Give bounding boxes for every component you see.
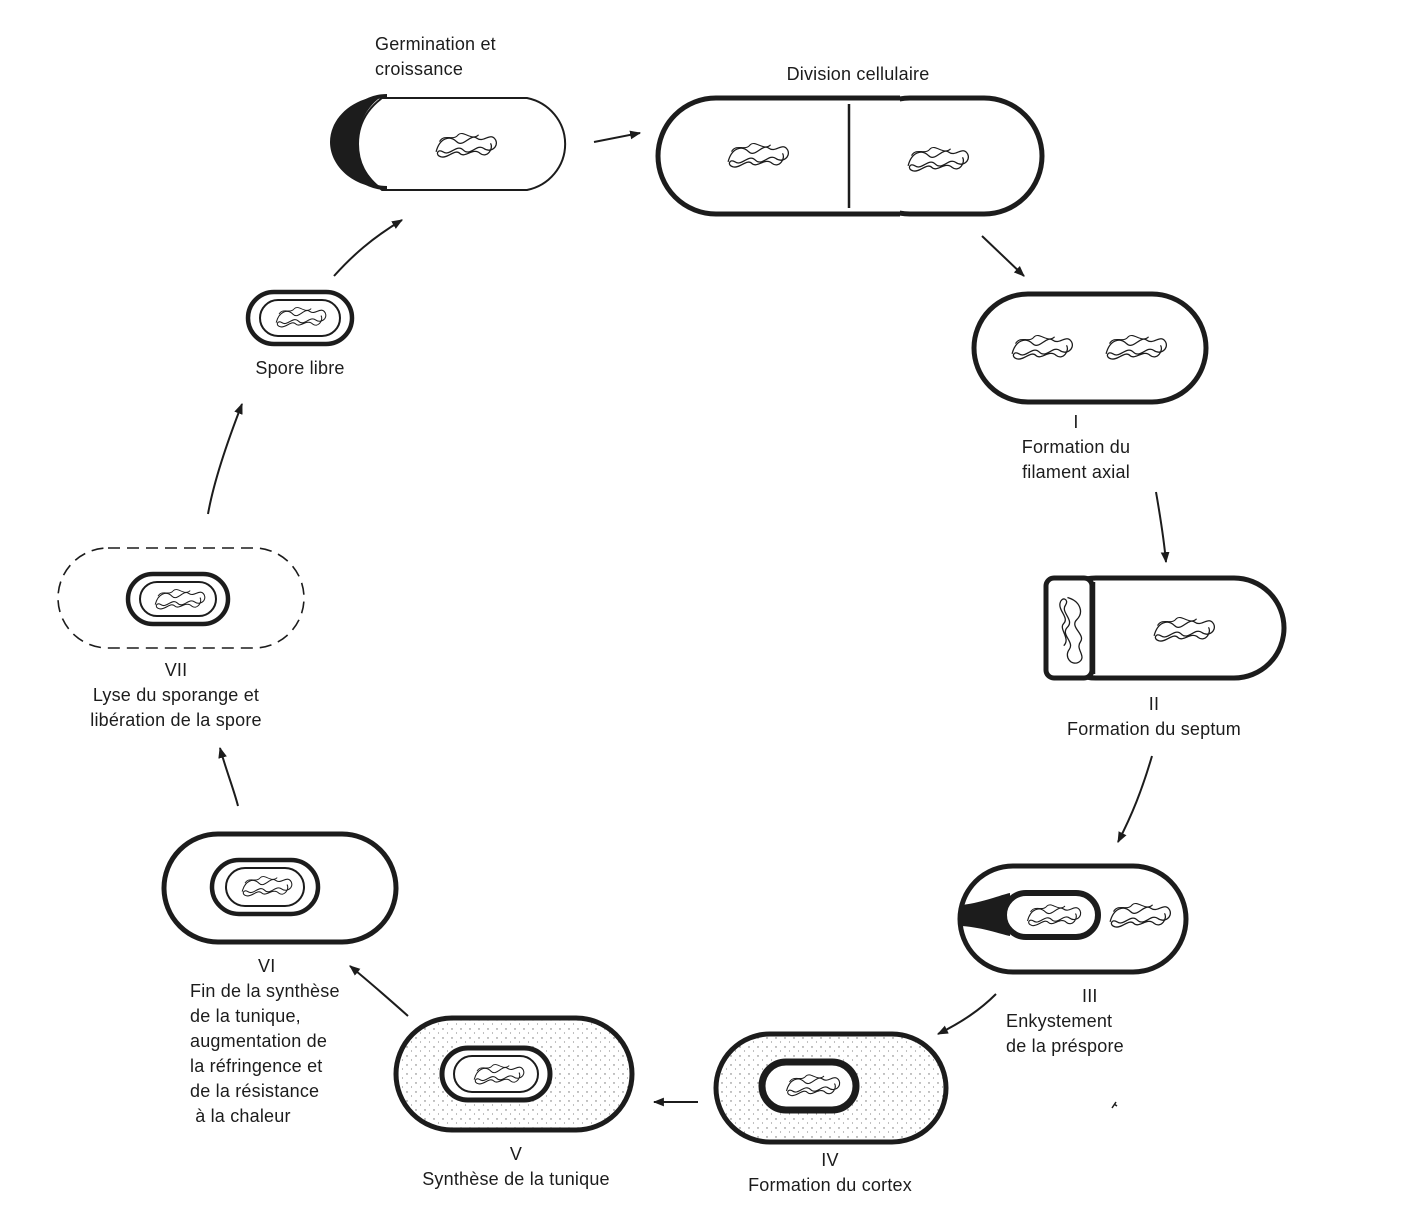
stage1-label-line: Formation du xyxy=(1021,437,1131,457)
stage2-label-line: Formation du septum xyxy=(1067,719,1241,739)
stage7-label-line: libération de la spore xyxy=(90,710,262,730)
stage2-label: II Formation du septum xyxy=(1067,692,1241,742)
spore-label: Spore libre xyxy=(255,356,344,381)
stage3-label-line: Enkystement xyxy=(1006,1011,1113,1031)
stage3-label-line: de la préspore xyxy=(1006,1036,1124,1056)
stage6-label-line: à la chaleur xyxy=(190,1106,291,1126)
dividing-cell xyxy=(655,95,1045,217)
arrow-stage7-to-spore xyxy=(207,402,243,515)
arrow-stage3-to-stage4 xyxy=(937,993,997,1035)
arrow-stage5-to-stage6 xyxy=(349,965,409,1017)
axial-filament-cell xyxy=(971,291,1209,405)
chromosome-icon xyxy=(1011,334,1074,360)
stray-mark xyxy=(1111,1101,1118,1109)
stage4-numeral: IV xyxy=(821,1150,839,1170)
stage2-numeral: II xyxy=(1148,694,1160,714)
arrow-stage6-to-stage7 xyxy=(218,746,239,807)
lysing-sporangium xyxy=(57,547,305,649)
stage1-label-line: filament axial xyxy=(1022,462,1130,482)
stage4-label-line: Formation du cortex xyxy=(748,1175,912,1195)
stage3-numeral: III xyxy=(1082,986,1098,1006)
free-spore xyxy=(245,289,355,347)
stage6-label-line: de la résistance xyxy=(190,1081,320,1101)
chromosome-icon xyxy=(907,146,970,172)
germination-label-line: croissance xyxy=(375,59,464,79)
stage7-label: VII Lyse du sporange et libération de la… xyxy=(90,658,262,733)
spore-label-line: Spore libre xyxy=(255,358,345,378)
septum-cell xyxy=(1043,575,1287,681)
arrow-stage2-to-stage3 xyxy=(1117,755,1153,843)
stage3-label: III Enkystement de la préspore xyxy=(1006,984,1124,1059)
stage5-label: V Synthèse de la tunique xyxy=(422,1142,610,1192)
stage1-numeral: I xyxy=(1073,412,1079,432)
stage1-label: I Formation du filament axial xyxy=(1022,410,1130,485)
arrow-germination-to-division xyxy=(593,130,642,143)
germination-label-line: Germination et xyxy=(375,34,496,54)
stage4-label: IV Formation du cortex xyxy=(748,1148,912,1198)
cortex-cell xyxy=(713,1031,949,1145)
stage6-label-line: Fin de la synthèse xyxy=(190,981,340,1001)
coat-synthesis-cell xyxy=(393,1015,635,1133)
engulfment-cell xyxy=(957,863,1189,975)
stage5-numeral: V xyxy=(509,1144,523,1164)
stage6-label-line: de la tunique, xyxy=(190,1006,301,1026)
chromosome-icon xyxy=(1109,902,1172,928)
arrow-stage1-to-stage2 xyxy=(1155,491,1170,564)
division-label: Division cellulaire xyxy=(787,62,930,87)
division-label-line: Division cellulaire xyxy=(786,64,930,84)
arrow-division-to-stage1 xyxy=(981,235,1025,277)
germinating-cell xyxy=(330,94,567,191)
germination-label: Germination et croissance xyxy=(375,32,496,82)
stage6-label-line: augmentation de xyxy=(190,1031,328,1051)
stage7-numeral: VII xyxy=(164,660,188,680)
chromosome-icon xyxy=(435,132,498,158)
stage6-label: VI Fin de la synthèse de la tunique, aug… xyxy=(190,954,340,1129)
stage7-label-line: Lyse du sporange et xyxy=(92,685,260,705)
chromosome-icon xyxy=(1105,334,1168,360)
arrow-spore-to-germination xyxy=(333,219,403,277)
stage5-label-line: Synthèse de la tunique xyxy=(422,1169,610,1189)
stage6-numeral: VI xyxy=(258,956,276,976)
mature-spore-cell xyxy=(161,831,399,945)
cycle-arrows xyxy=(207,130,1170,1107)
stage6-label-line: la réfringence et xyxy=(190,1056,323,1076)
chromosome-icon xyxy=(1153,616,1216,642)
